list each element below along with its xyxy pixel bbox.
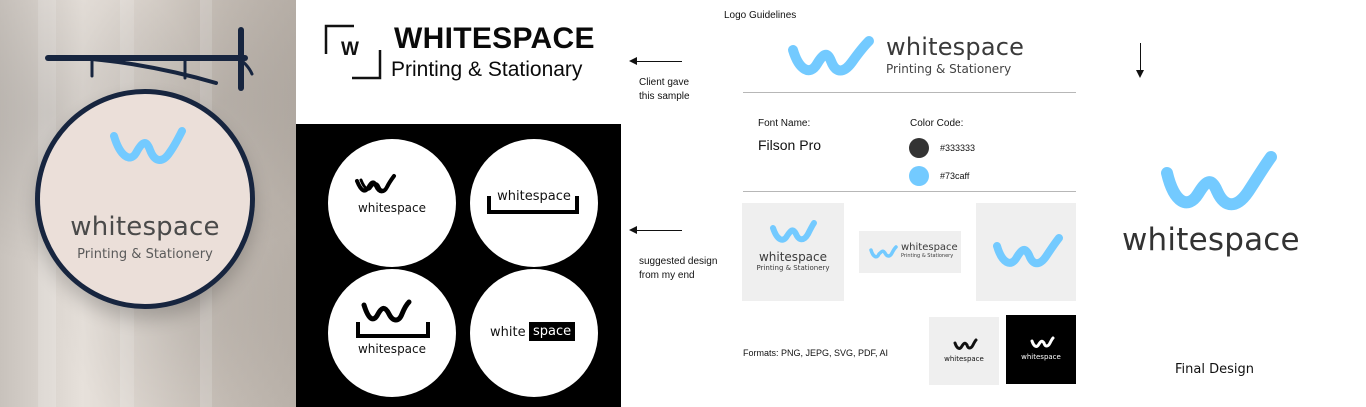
guideline-tile-stacked: whitespace Printing & Stationery [742, 203, 844, 301]
swatch-blue-code: #73caff [940, 171, 970, 181]
final-wordmark: whitespace [1122, 222, 1300, 258]
final-design-label: Final Design [1175, 362, 1254, 377]
light-wave-icon [1030, 336, 1055, 348]
swatch-blue-icon [909, 166, 929, 186]
dark-wave-icon [953, 338, 978, 350]
sign-bracket [45, 27, 254, 91]
sign-tagline: Printing & Stationery [77, 247, 213, 262]
sign-wordmark: whitespace [70, 212, 220, 242]
small-wave-icon [869, 245, 898, 259]
tile-horizontal-tagline: Printing & Stationery [901, 253, 954, 259]
primary-wave-icon [788, 36, 874, 76]
format-light-label: whitespace [944, 355, 984, 363]
swatch-dark-code: #333333 [940, 143, 976, 153]
guideline-wordmark: whitespace [886, 33, 1025, 61]
concept-label: whitespace [357, 342, 427, 356]
sample-title: WHITESPACE [394, 22, 595, 55]
arrow-to-board [629, 226, 682, 234]
sign-face: whitespace Printing & Stationery [40, 94, 250, 304]
client-sample-logo: W WHITESPACE Printing & Stationary [324, 24, 604, 84]
sample-subtitle: Printing & Stationary [391, 58, 583, 81]
sample-bracket-icon [324, 24, 382, 80]
concept-circle: whitespace [328, 139, 456, 267]
hanging-sign: whitespace Printing & Stationery [35, 32, 265, 332]
format-dark-label: whitespace [1021, 353, 1061, 361]
guideline-tile-horizontal: whitespace Printing & Stationery [859, 231, 961, 273]
suggested-note: suggested design from my end [639, 256, 718, 281]
underline-bracket-icon [487, 196, 579, 214]
whitespace-wave-icon [110, 127, 186, 164]
client-note: Client gave this sample [639, 77, 690, 102]
concept-label-highlight: space [529, 322, 576, 341]
guideline-logo: whitespace Printing & Stationery [786, 32, 1076, 88]
tile-horizontal-wordmark: whitespace [901, 242, 958, 253]
black-wave-icon [355, 174, 396, 194]
font-name-value: Filson Pro [758, 137, 822, 153]
suggested-designs-board: whitespace whitespace whitespace white s… [296, 124, 621, 407]
tile-wave-icon [770, 220, 817, 243]
concept-circle: white space [470, 269, 598, 397]
concept-label: whitespace [357, 201, 427, 215]
guidelines-title: Logo Guidelines [724, 10, 797, 21]
sample-mark: W [341, 39, 359, 60]
final-wave-icon [1161, 151, 1277, 211]
down-arrow-icon [1136, 43, 1144, 78]
large-tile-wave-icon [993, 234, 1063, 268]
tile-tagline: Printing & Stationery [756, 264, 830, 272]
arrow-to-sample [629, 57, 682, 65]
swatch-dark-icon [909, 138, 929, 158]
concept-circle: whitespace [328, 269, 456, 397]
format-preview-dark: whitespace [1006, 315, 1076, 384]
guideline-tile-icon [976, 203, 1076, 301]
concept-circle: whitespace [470, 139, 598, 267]
color-code-label: Color Code: [910, 118, 964, 129]
guideline-tagline: Printing & Stationery [886, 62, 1012, 76]
tile-wordmark: whitespace [758, 250, 828, 264]
font-name-label: Font Name: [758, 118, 811, 129]
concept-label: whitespace [497, 189, 571, 204]
sign-mockup-photo: whitespace Printing & Stationery [0, 0, 296, 407]
format-preview-light: whitespace [929, 317, 999, 385]
concept-label-left: white [490, 325, 526, 340]
bracket-wave-icon [356, 299, 430, 338]
formats-text: Formats: PNG, JEPG, SVG, PDF, AI [743, 348, 889, 358]
divider [743, 92, 1076, 93]
divider [743, 191, 1076, 192]
